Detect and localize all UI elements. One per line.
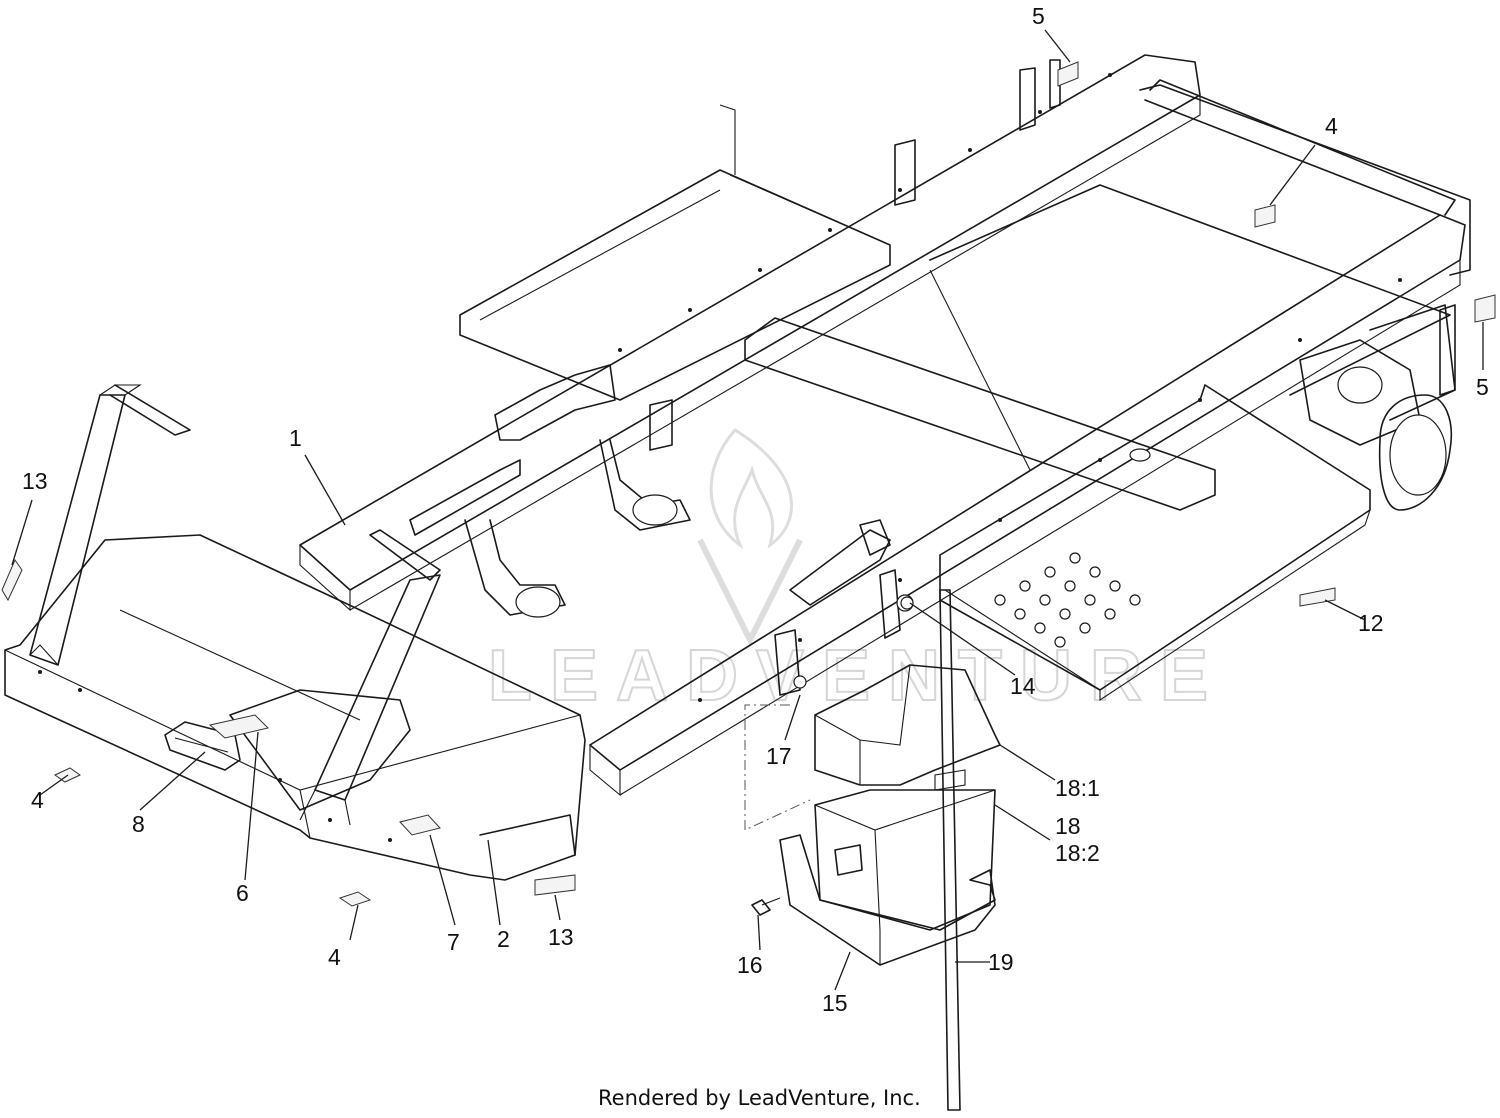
- callout-16: 16: [737, 952, 763, 978]
- assembly-line: [744, 704, 811, 831]
- fuel-tank: [814, 789, 996, 931]
- strap: [934, 589, 966, 1111]
- callout-1: 1: [289, 425, 302, 451]
- callout-6: 6: [236, 880, 249, 906]
- callout-17: 17: [766, 743, 792, 769]
- callout-4-front-left: 4: [31, 787, 44, 813]
- callout-labels: 1 2 4 4 4 5 5 6 7 8 12 13 13 14 15 16 17…: [22, 3, 1489, 1016]
- leader-lines: [11, 29, 1484, 991]
- foot-platform: [939, 384, 1371, 702]
- callout-18-1: 18:1: [1055, 775, 1100, 801]
- tank-bracket: [779, 834, 996, 966]
- callout-12: 12: [1358, 610, 1384, 636]
- callout-7: 7: [447, 929, 460, 955]
- callout-13-left: 13: [22, 468, 48, 494]
- watermark: LEADVENTURE: [487, 428, 1226, 717]
- front-bumper-assembly: [4, 534, 586, 881]
- callout-15: 15: [822, 990, 848, 1016]
- fasteners: [751, 596, 914, 916]
- decals: [1, 61, 1496, 907]
- callout-5-right: 5: [1476, 374, 1489, 400]
- callout-19: 19: [988, 949, 1014, 975]
- callout-4-rear: 4: [1325, 113, 1338, 139]
- callout-5-top: 5: [1032, 3, 1045, 29]
- callout-13-bottom: 13: [548, 924, 574, 950]
- callout-18: 18: [1055, 813, 1081, 839]
- lift-brackets: [774, 519, 914, 696]
- callout-14: 14: [1010, 673, 1036, 699]
- callout-4-front-bottom: 4: [328, 944, 341, 970]
- footer-credit: Rendered by LeadVenture, Inc.: [598, 1086, 921, 1110]
- left-rops-post: [29, 384, 191, 666]
- platform-holes: [994, 552, 1141, 648]
- watermark-text: LEADVENTURE: [488, 636, 1226, 716]
- callout-8: 8: [132, 811, 145, 837]
- right-rops-post: [299, 529, 441, 826]
- callout-18-2: 18:2: [1055, 840, 1100, 866]
- callout-2: 2: [497, 926, 510, 952]
